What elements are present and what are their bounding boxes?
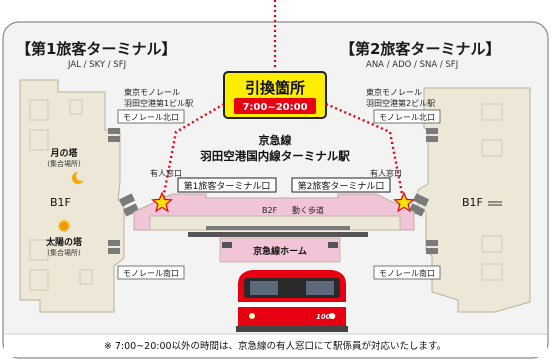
t2-monorail-station-line2: 羽田空港第2ビル駅 — [366, 98, 435, 108]
t2-monorail-station-line1: 東京モノレール — [366, 87, 422, 97]
t2-b1f-label: B1F — [462, 196, 483, 209]
terminal2-airlines: ANA / ADO / SNA / SFJ — [366, 60, 458, 70]
train-number: 1000 — [316, 313, 336, 321]
moving-walkway — [188, 226, 368, 237]
exchange-hours: 7:00~20:00 — [242, 102, 307, 113]
t1-monorail-station-line1: 東京モノレール — [124, 87, 180, 97]
exchange-box — [223, 71, 327, 119]
gate1-star-icon — [151, 191, 173, 213]
sun-tower: 太陽の塔 — [45, 236, 83, 248]
t2-monorail-south-box — [373, 265, 441, 280]
terminal2-building — [417, 87, 531, 313]
terminal2-escalators — [408, 128, 438, 254]
t1-monorail-north: モノレール北口 — [123, 113, 179, 122]
t2-monorail-north: モノレール北口 — [379, 113, 435, 122]
terminal1-escalators — [108, 128, 140, 254]
t1-monorail-north-box — [117, 109, 185, 124]
t2-monorail-north-box — [373, 109, 441, 124]
gate2-label: 第2旅客ターミナル口 — [298, 180, 385, 192]
footnote-bar — [4, 334, 547, 357]
t1-monorail-south-box — [117, 265, 185, 280]
gate2-box — [291, 177, 391, 193]
exchange-title: 引換箇所 — [245, 79, 305, 97]
footnote: ※ 7:00~20:00以外の時間は、京急線の有人窓口にて駅係員が対応いたします… — [104, 340, 446, 352]
keikyu-train-icon — [236, 270, 348, 332]
t2-floor-arrow-icon — [488, 201, 502, 206]
terminal2-title: 【第2旅客ターミナル】 — [340, 40, 500, 58]
b2f-label: B2F — [262, 206, 278, 215]
keikyu-line: 京急線 — [259, 133, 292, 147]
sun-icon — [58, 220, 70, 232]
t2-monorail-south: モノレール南口 — [379, 268, 435, 278]
gate1-staffed-window: 有人窓口 — [150, 168, 182, 178]
terminal1-title: 【第1旅客ターミナル】 — [16, 40, 176, 58]
gate1-box — [177, 177, 277, 193]
keikyu-station: 羽田空港国内線ターミナル駅 — [200, 149, 350, 163]
walkway-label: 動く歩道 — [292, 205, 324, 215]
moon-icon-shade — [76, 171, 86, 181]
platform-label: 京急線ホーム — [253, 245, 307, 257]
t1-monorail-station-line2: 羽田空港第1ビル駅 — [124, 98, 193, 108]
keikyu-platform — [219, 237, 341, 263]
gate2-staffed-window: 有人窓口 — [370, 168, 402, 178]
terminal1-airlines: JAL / SKY / SFJ — [67, 60, 126, 70]
moon-tower: 月の塔 — [49, 147, 78, 159]
moon-tower-note: (集合場所) — [47, 159, 81, 168]
sun-tower-note: (集合場所) — [47, 248, 81, 257]
route-to-gate1 — [160, 102, 225, 205]
t1-b1f-label: B1F — [50, 196, 71, 209]
gate1-label: 第1旅客ターミナル口 — [184, 180, 271, 192]
t1-monorail-south: モノレール南口 — [123, 268, 179, 278]
gate2-star-icon — [393, 191, 415, 213]
